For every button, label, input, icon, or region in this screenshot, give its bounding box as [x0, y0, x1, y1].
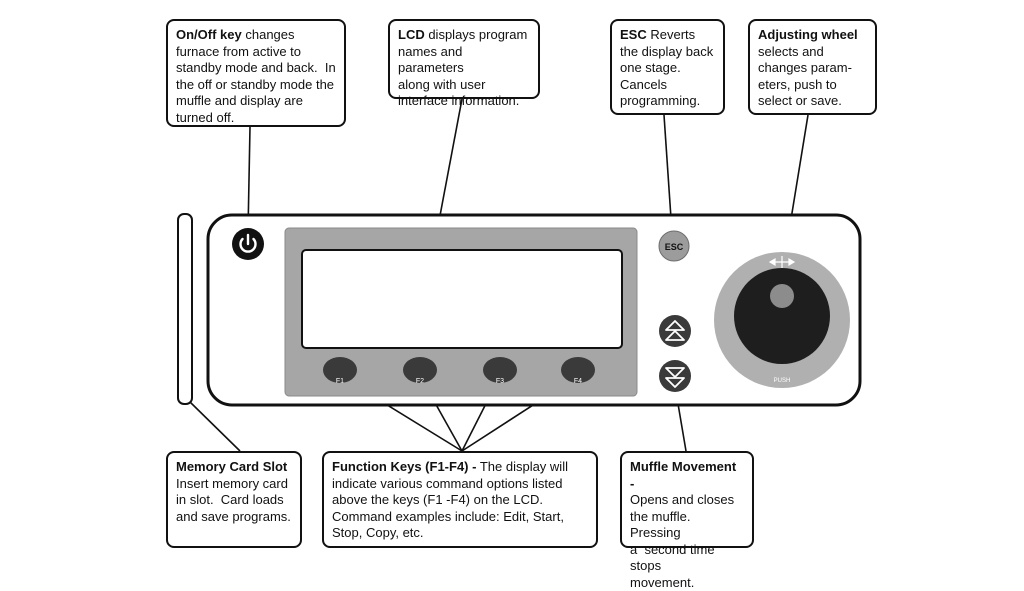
function-key-f3[interactable]: F3: [483, 357, 517, 385]
callout-memory-card-slot: Memory Card Slot Insert memory card in s…: [166, 451, 302, 548]
callout-title: ESC: [620, 27, 647, 42]
callout-title: Adjusting wheel: [758, 27, 858, 42]
wheel-grip-dot: [770, 284, 794, 308]
power-icon: [239, 233, 257, 253]
leader-esc: [663, 114, 673, 234]
function-key-label: F4: [574, 378, 582, 385]
control-panel-diagram: F1 F2 F3 F4 ESC: [177, 98, 862, 452]
callout-body: Reverts the display back one stage. Canc…: [620, 27, 714, 108]
esc-button[interactable]: ESC: [658, 230, 690, 262]
double-chevron-up-icon: [665, 320, 685, 341]
callout-title: Memory Card Slot: [176, 459, 288, 474]
callout-body: changes furnace from active to standby m…: [176, 27, 336, 125]
callout-body: Insert memory card in slot. Card loads a…: [176, 475, 291, 524]
callout-body: selects and changes param- eters, push t…: [758, 43, 852, 108]
callout-function-keys: Function Keys (F1-F4) - The display will…: [322, 451, 598, 548]
rotate-arrows-icon: [768, 256, 796, 268]
double-chevron-down-icon: [665, 367, 685, 388]
callout-body: displays program names and parameters al…: [398, 27, 528, 108]
lcd-screen: [301, 249, 623, 349]
wheel-knob: [734, 268, 830, 364]
memory-card-slot[interactable]: [177, 213, 193, 405]
callout-esc: ESC Reverts the display back one stage. …: [610, 19, 725, 115]
callout-body: The display will indicate various comman…: [332, 459, 568, 540]
function-key-label: F2: [416, 378, 424, 385]
push-label: PUSH: [774, 378, 791, 384]
function-key-label: F1: [336, 378, 344, 385]
callout-title: Function Keys (F1-F4) -: [332, 459, 477, 474]
callout-title: On/Off key: [176, 27, 242, 42]
callout-adjusting-wheel: Adjusting wheel selects and changes para…: [748, 19, 877, 115]
callout-onoff-key: On/Off key changes furnace from active t…: [166, 19, 346, 127]
callout-title: LCD: [398, 27, 425, 42]
muffle-up-button[interactable]: [659, 315, 691, 347]
function-key-f1[interactable]: F1: [323, 357, 357, 385]
adjusting-wheel[interactable]: PUSH: [714, 252, 850, 388]
leader-memory: [189, 401, 241, 452]
esc-label: ESC: [665, 242, 684, 252]
callout-lcd: LCD displays program names and parameter…: [388, 19, 540, 108]
function-key-label: F3: [496, 378, 504, 385]
function-key-f2[interactable]: F2: [403, 357, 437, 385]
muffle-down-button[interactable]: [659, 360, 691, 392]
power-button[interactable]: [232, 228, 264, 260]
function-key-f4[interactable]: F4: [561, 357, 595, 385]
callout-muffle-movement: Muffle Movement - Opens and closes the m…: [620, 451, 754, 589]
callout-title: Muffle Movement -: [630, 459, 740, 491]
